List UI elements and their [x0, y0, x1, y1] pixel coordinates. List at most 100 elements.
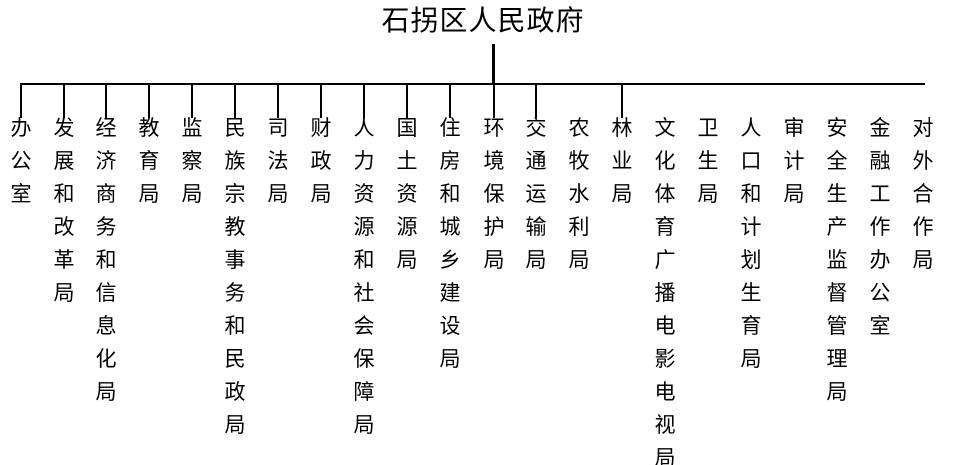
department-connector-stem — [449, 85, 451, 118]
department-label-char: 外 — [912, 149, 934, 173]
department-node[interactable]: 农牧水利局 — [564, 112, 594, 277]
department-label-char: 局 — [740, 347, 762, 371]
department-label-char: 改 — [53, 215, 75, 239]
department-label-char: 和 — [224, 314, 246, 338]
department-node[interactable]: 审计局 — [779, 112, 809, 211]
department-label-char: 局 — [568, 248, 590, 272]
department-label-char: 司 — [267, 116, 289, 140]
department-label-char: 财 — [310, 116, 332, 140]
department-label-char: 室 — [10, 182, 32, 206]
department-label-char: 林 — [611, 116, 633, 140]
department-label-char: 化 — [95, 347, 117, 371]
department-label-char: 和 — [439, 182, 461, 206]
department-label-char: 息 — [95, 314, 117, 338]
department-label-char: 乡 — [439, 248, 461, 272]
department-label-char: 局 — [439, 347, 461, 371]
department-label-char: 生 — [826, 182, 848, 206]
department-node[interactable]: 卫生局 — [693, 112, 723, 211]
department-node[interactable]: 经济商务和信息化局 — [91, 112, 121, 409]
department-label-char: 源 — [396, 215, 418, 239]
department-label-char: 局 — [697, 182, 719, 206]
department-label-char: 局 — [181, 182, 203, 206]
department-node[interactable]: 人口和计划生育局 — [736, 112, 766, 376]
department-label-char: 务 — [95, 215, 117, 239]
department-connector-stem — [320, 85, 322, 118]
department-label-char: 育 — [138, 149, 160, 173]
department-label-char: 房 — [439, 149, 461, 173]
department-label-char: 局 — [224, 413, 246, 437]
department-node[interactable]: 办公室 — [6, 112, 36, 211]
department-label-char: 局 — [826, 380, 848, 404]
department-connector-stem — [621, 85, 623, 118]
department-label-char: 宗 — [224, 182, 246, 206]
department-connector-stem — [406, 85, 408, 118]
department-node[interactable]: 司法局 — [263, 112, 293, 211]
department-label-char: 民 — [224, 116, 246, 140]
department-label-char: 作 — [869, 215, 891, 239]
department-node[interactable]: 林业局 — [607, 112, 637, 211]
department-label-char: 局 — [783, 182, 805, 206]
department-label-char: 融 — [869, 149, 891, 173]
department-label-char: 育 — [654, 215, 676, 239]
department-connector-stem — [20, 85, 22, 118]
department-connector-stem — [535, 85, 537, 118]
department-label-char: 教 — [138, 116, 160, 140]
department-node[interactable]: 国土资源局 — [392, 112, 422, 277]
department-label-char: 计 — [783, 149, 805, 173]
department-label-char: 水 — [568, 182, 590, 206]
department-label-char: 安 — [826, 116, 848, 140]
department-label-char: 信 — [95, 281, 117, 305]
department-node[interactable]: 金融工作办公室 — [865, 112, 895, 343]
department-label-char: 生 — [697, 149, 719, 173]
department-node[interactable]: 文化体育广播电影电视局 — [650, 112, 680, 465]
department-label-char: 商 — [95, 182, 117, 206]
department-label-char: 督 — [826, 281, 848, 305]
department-label-char: 人 — [353, 116, 375, 140]
department-label-char: 金 — [869, 116, 891, 140]
department-label-char: 局 — [138, 182, 160, 206]
department-node[interactable]: 住房和城乡建设局 — [435, 112, 465, 376]
department-label-char: 和 — [95, 248, 117, 272]
department-label-char: 业 — [611, 149, 633, 173]
department-label-char: 生 — [740, 281, 762, 305]
department-label-char: 护 — [483, 215, 505, 239]
department-label-char: 局 — [396, 248, 418, 272]
department-node[interactable]: 财政局 — [306, 112, 336, 211]
department-node[interactable]: 环境保护局 — [479, 112, 509, 277]
page-title: 石拐区人民政府 — [381, 4, 585, 37]
department-label-char: 环 — [483, 116, 505, 140]
department-node[interactable]: 人力资源和社会保障局 — [349, 112, 379, 442]
department-label-char: 城 — [439, 215, 461, 239]
department-node[interactable]: 安全生产监督管理局 — [822, 112, 852, 409]
department-label-char: 公 — [869, 281, 891, 305]
root-connector-stem — [492, 44, 495, 84]
department-connector-stem — [105, 85, 107, 118]
department-node[interactable]: 教育局 — [134, 112, 164, 211]
department-label-char: 育 — [740, 314, 762, 338]
department-label-char: 室 — [869, 314, 891, 338]
department-label-char: 教 — [224, 215, 246, 239]
department-connector-stem — [63, 85, 65, 118]
department-label-char: 境 — [483, 149, 505, 173]
department-node[interactable]: 监察局 — [177, 112, 207, 211]
department-label-char: 交 — [525, 116, 547, 140]
department-node[interactable]: 对外合作局 — [908, 112, 938, 277]
department-node[interactable]: 发展和改革局 — [49, 112, 79, 310]
department-label-char: 广 — [654, 248, 676, 272]
department-node[interactable]: 民族宗教事务和民政局 — [220, 112, 250, 442]
department-label-char: 全 — [826, 149, 848, 173]
department-connector-stem — [234, 85, 236, 118]
department-label-char: 监 — [181, 116, 203, 140]
department-label-char: 文 — [654, 116, 676, 140]
department-node[interactable]: 交通运输局 — [521, 112, 551, 277]
department-connector-stem — [148, 85, 150, 118]
department-label-char: 民 — [224, 347, 246, 371]
department-label-char: 口 — [740, 149, 762, 173]
department-label-char: 合 — [912, 182, 934, 206]
department-label-char: 局 — [912, 248, 934, 272]
department-label-char: 族 — [224, 149, 246, 173]
department-label-char: 源 — [353, 215, 375, 239]
department-label-char: 电 — [654, 314, 676, 338]
department-label-char: 建 — [439, 281, 461, 305]
